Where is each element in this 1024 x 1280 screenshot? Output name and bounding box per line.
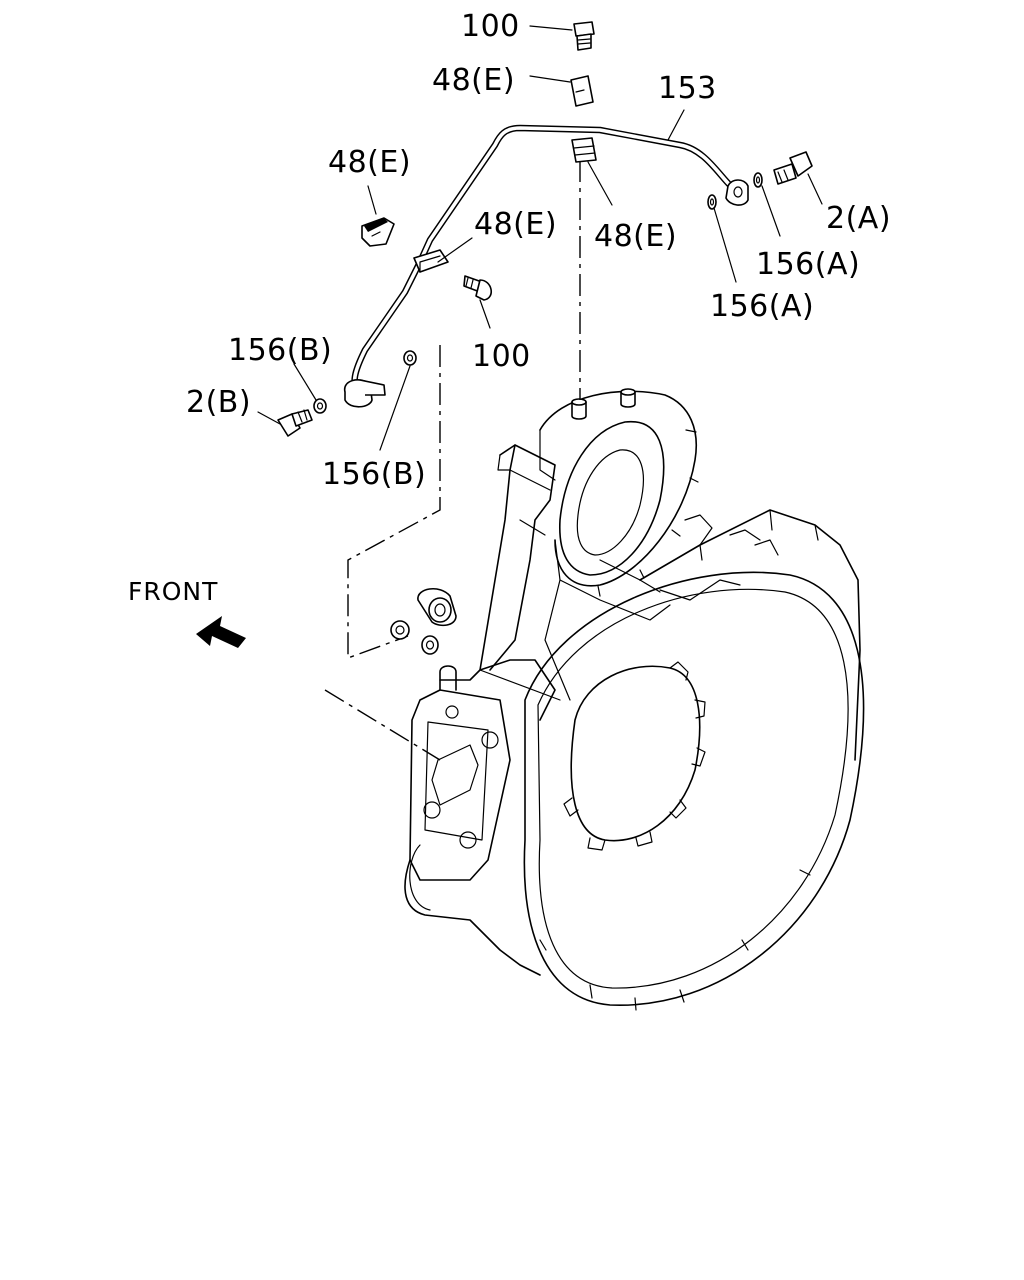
- label-washer-156b-top: 156(B): [228, 333, 332, 368]
- front-indicator: FRONT: [128, 577, 246, 648]
- label-washer-156b-bottom: 156(B): [322, 457, 426, 492]
- label-bolt-2b: 2(B): [186, 385, 251, 420]
- bolt-100-top-part: [573, 21, 595, 51]
- clip-48e-left-part: [361, 217, 395, 247]
- clip-48e-center-part: [571, 137, 597, 163]
- oil-pipe-153: [344, 124, 749, 408]
- label-bolt-2a: 2(A): [826, 201, 891, 236]
- label-clip-48e-mid: 48(E): [474, 207, 557, 242]
- label-clip-48e-right: 48(E): [594, 219, 677, 254]
- label-washer-156a-2: 156(A): [710, 289, 814, 324]
- clip-48e-mid-part: [413, 249, 449, 273]
- label-washer-156a-1: 156(A): [756, 247, 860, 282]
- callout-labels: 100 48(E) 153 48(E) 48(E) 48(E) 2(A) 156…: [186, 9, 891, 492]
- front-label: FRONT: [128, 577, 218, 606]
- washer-156a-inner-part: [707, 194, 717, 210]
- label-pipe-153: 153: [658, 71, 717, 106]
- washer-156a-outer-part: [753, 172, 763, 188]
- bolt-100-mid-part: [463, 275, 492, 301]
- label-clip-48e-top: 48(E): [432, 63, 515, 98]
- label-bolt-100-mid: 100: [472, 339, 531, 374]
- washer-156b-left-part: [313, 398, 327, 414]
- assembly-guide-lines: [324, 160, 581, 761]
- front-arrow-icon: [196, 616, 246, 648]
- washer-156b-right-part: [403, 350, 417, 366]
- leader-lines: [257, 25, 823, 451]
- bolt-2a-part: [773, 151, 813, 185]
- housing-seat-washers: [390, 588, 457, 655]
- label-bolt-100-top: 100: [461, 9, 520, 44]
- label-clip-48e-left: 48(E): [328, 145, 411, 180]
- bolt-2b-part: [277, 409, 313, 437]
- clip-48e-top-part: [570, 75, 594, 107]
- flywheel-housing: [404, 388, 865, 1011]
